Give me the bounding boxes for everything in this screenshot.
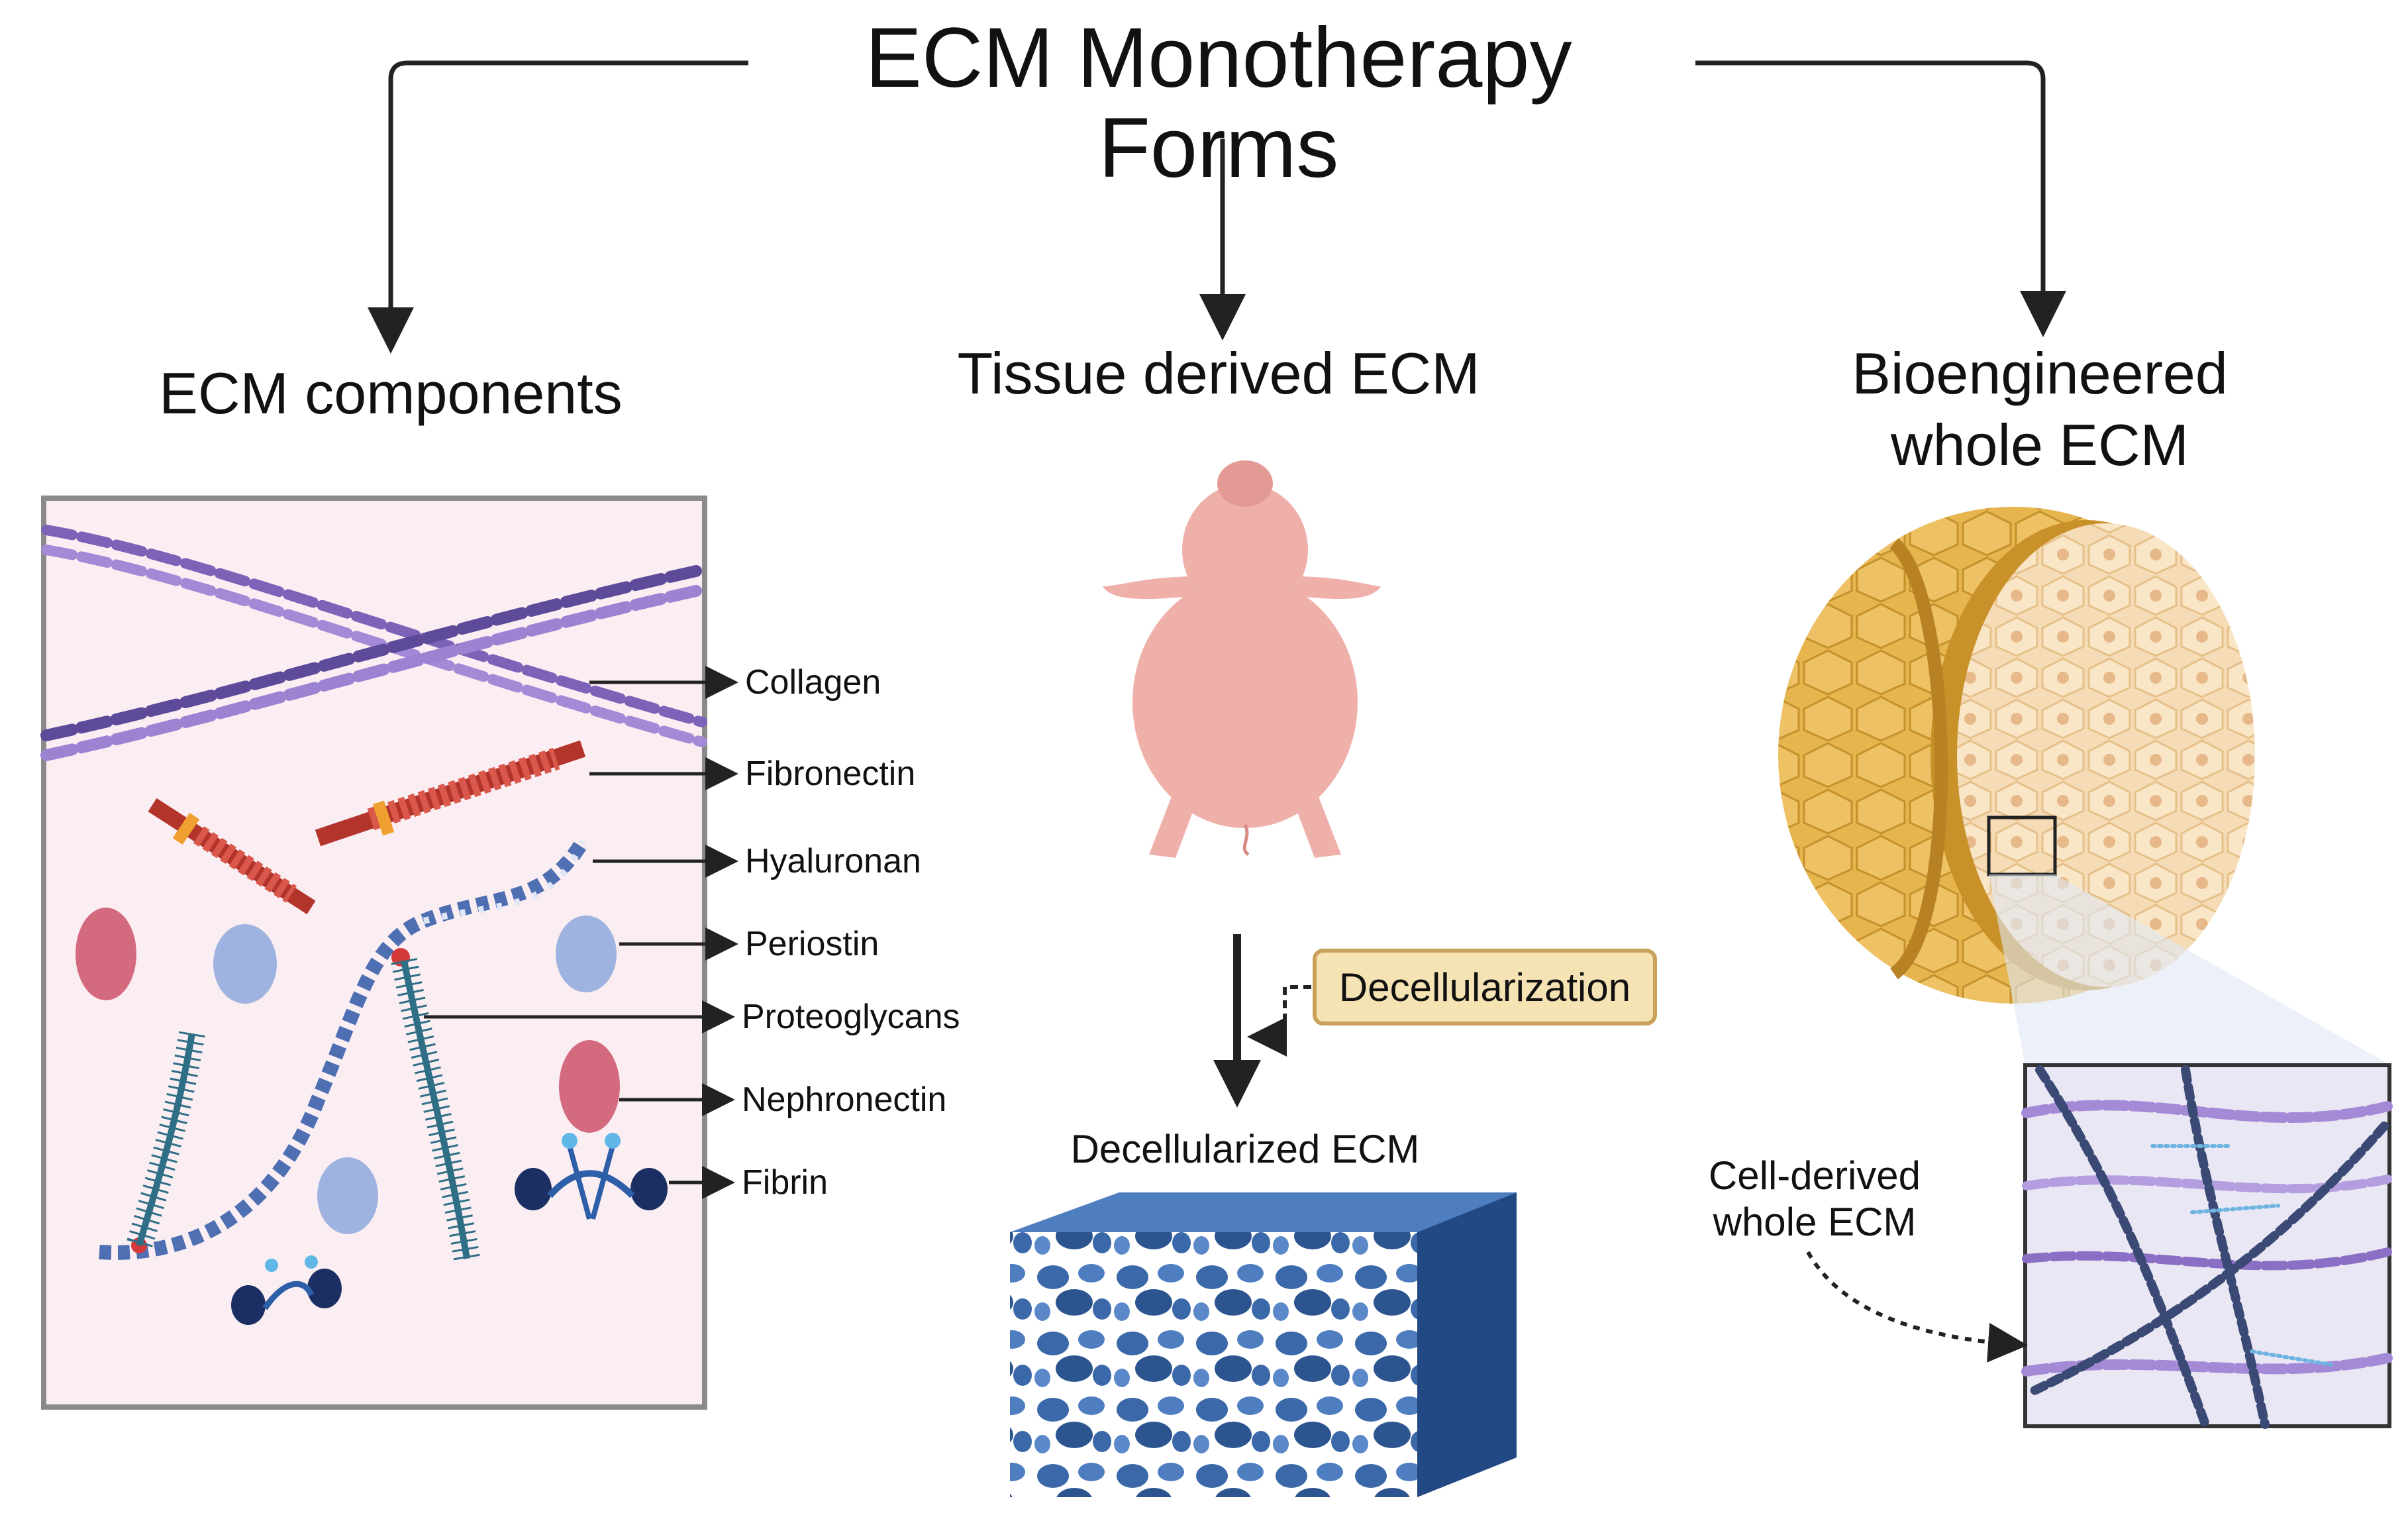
decellularized-ecm-label: Decellularized ECM <box>1070 1127 1420 1171</box>
proteoglycans <box>126 958 480 1261</box>
zoom-wedge <box>1989 874 2391 1065</box>
title-connectors <box>368 60 2066 354</box>
label-proteoglycans: Proteoglycans <box>742 998 960 1036</box>
cell-derived-ecm-inset <box>2021 1063 2393 1429</box>
label-hyaluronan: Hyaluronan <box>745 842 921 880</box>
bioengineered-sphere <box>1778 507 2255 1004</box>
arrow-to-components <box>368 60 748 354</box>
cell-derived-label-line2: whole ECM <box>1713 1200 1917 1244</box>
fibronectin-molecules <box>148 740 586 915</box>
decellularization-arrow <box>1213 934 1311 1108</box>
page-title: ECM Monotherapy Forms <box>865 11 1572 195</box>
bioengineered-column-title: Bioengineered whole ECM <box>1852 341 2228 478</box>
arrow-to-bioengineered <box>1695 60 2066 337</box>
label-fibronectin: Fibronectin <box>745 755 916 793</box>
fibrin-molecules <box>231 1133 668 1325</box>
label-fibrin: Fibrin <box>742 1163 828 1202</box>
inset-pointer-arrow <box>1806 1251 2028 1363</box>
component-leaders <box>424 666 738 1199</box>
cell-derived-label: Cell-derived whole ECM <box>1695 1153 1934 1245</box>
collagen-fibers <box>40 525 708 761</box>
label-collagen: Collagen <box>745 663 881 702</box>
periostin-globules <box>213 916 617 1234</box>
label-nephronectin: Nephronectin <box>742 1080 947 1119</box>
components-column-title: ECM components <box>159 360 623 426</box>
decellularization-label: Decellularization <box>1313 949 1657 1025</box>
hyaluronan-chain <box>99 837 589 1260</box>
nephronectin-globules <box>75 908 620 1133</box>
label-periostin: Periostin <box>745 925 879 963</box>
tissue-column-title: Tissue derived ECM <box>957 341 1480 406</box>
pig-illustration <box>1103 460 1381 858</box>
cell-derived-label-line1: Cell-derived <box>1708 1153 1921 1198</box>
ecm-components-panel <box>40 496 708 1410</box>
decellularized-scaffold <box>1010 1192 1517 1497</box>
